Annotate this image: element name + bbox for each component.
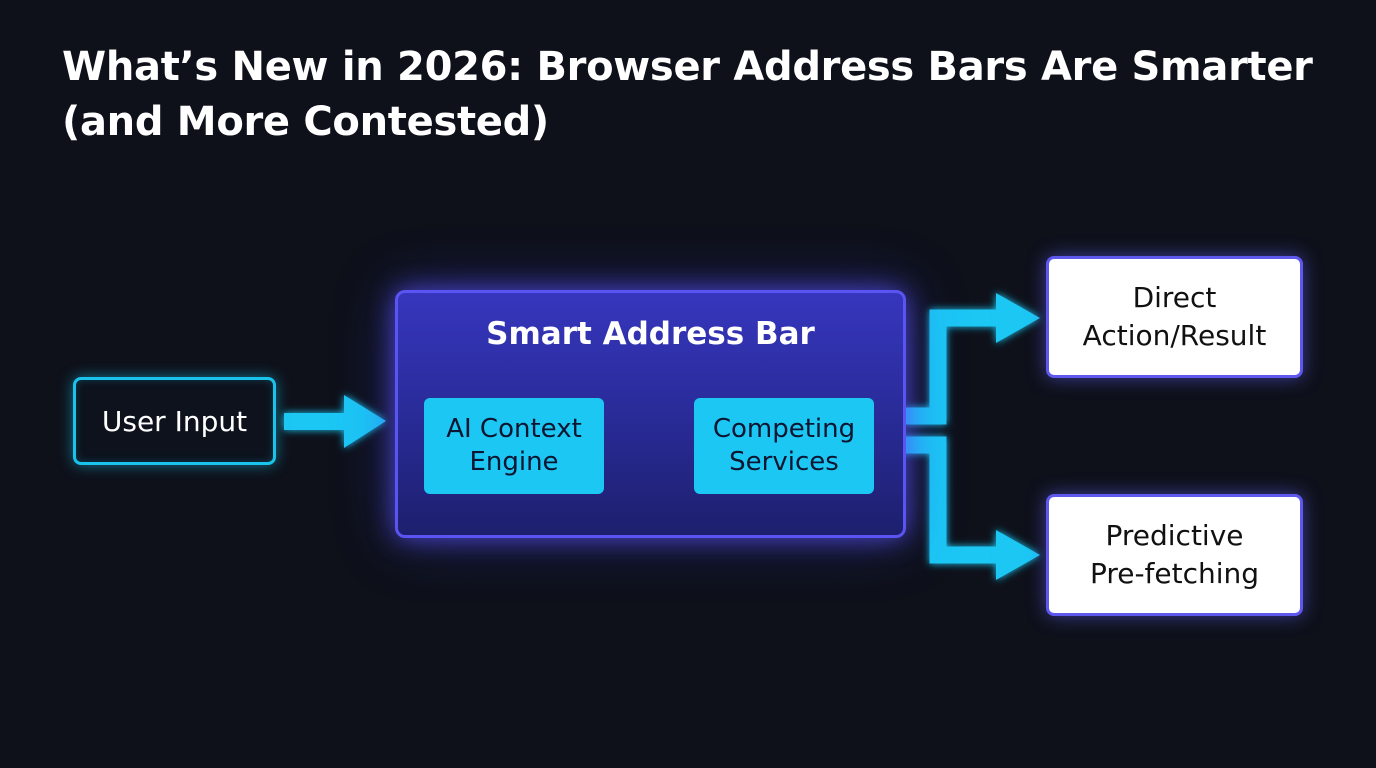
page-title: What’s New in 2026: Browser Address Bars… bbox=[62, 44, 1313, 145]
direct-action-result-node: Direct Action/Result bbox=[1046, 256, 1303, 378]
competing-services-node: Competing Services bbox=[694, 398, 874, 494]
user-input-node: User Input bbox=[73, 377, 276, 465]
arrow-to-direct-result bbox=[905, 309, 1000, 425]
arrow-to-predictive bbox=[874, 436, 1000, 564]
arrowhead-direct-result bbox=[996, 293, 1040, 343]
arrowhead-predictive bbox=[996, 530, 1040, 580]
ai-context-engine-node: AI Context Engine bbox=[424, 398, 604, 494]
arrow-input-to-bar bbox=[284, 395, 386, 448]
smart-address-bar-label: Smart Address Bar bbox=[486, 316, 815, 352]
predictive-prefetching-node: Predictive Pre-fetching bbox=[1046, 494, 1303, 616]
